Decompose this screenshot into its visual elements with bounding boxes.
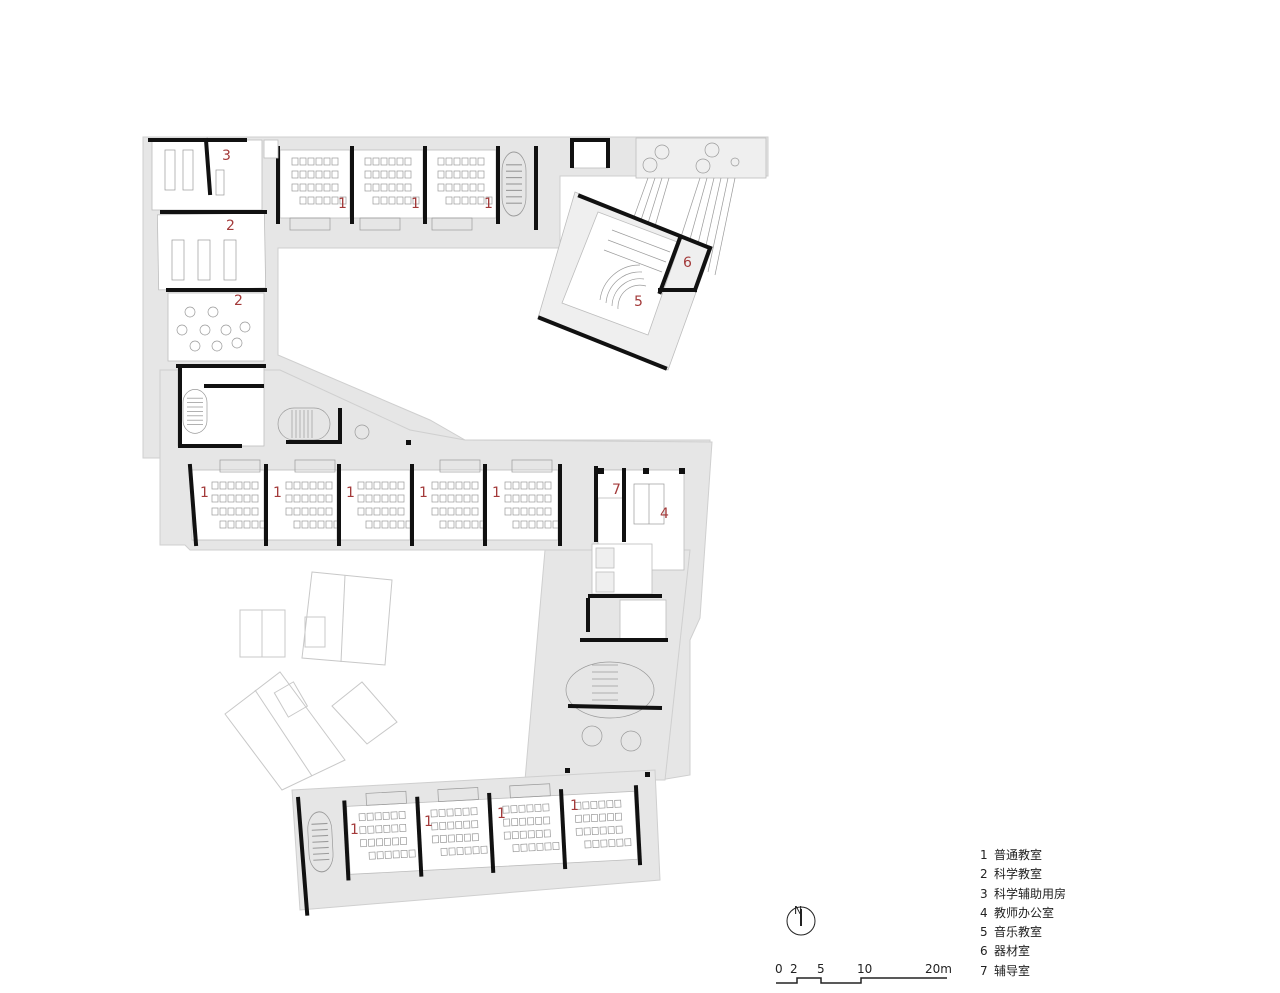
north-arrow-icon <box>786 906 816 936</box>
legend-item: 5 音乐教室 <box>980 923 1066 942</box>
room-number-1-south-c: 1 <box>497 806 506 822</box>
room-number-2: 2 <box>226 218 235 234</box>
scale-bar-labels: 0 2 5 10 20m <box>775 962 975 978</box>
legend-item: 2 科学教室 <box>980 865 1066 884</box>
legend-item: 6 器材室 <box>980 942 1066 961</box>
legend-number: 7 <box>980 963 988 978</box>
room-number-7: 7 <box>612 482 621 498</box>
room-number-5: 5 <box>634 294 643 310</box>
scale-tick-2: 2 <box>790 962 798 976</box>
legend-number: 2 <box>980 867 988 882</box>
room-number-1-south-a: 1 <box>350 822 359 838</box>
room-number-2b: 2 <box>234 293 243 309</box>
room-number-1-south-b: 1 <box>424 814 433 830</box>
room-number-6: 6 <box>683 255 692 271</box>
scale-tick-20: 20m <box>925 962 952 976</box>
room-number-1-mid-b: 1 <box>273 485 282 501</box>
courtyard-ghost-elements <box>224 571 398 791</box>
south-classrooms <box>295 783 643 916</box>
scale-tick-5: 5 <box>817 962 825 976</box>
legend-label: 器材室 <box>994 944 1031 959</box>
legend-number: 4 <box>980 905 988 920</box>
legend-label: 辅导室 <box>994 963 1031 978</box>
room-number-1-mid-c: 1 <box>346 485 355 501</box>
north-classrooms <box>263 138 610 231</box>
legend-number: 5 <box>980 925 988 940</box>
room-number-1-north-c: 1 <box>484 196 493 212</box>
north-label: N <box>794 904 803 917</box>
legend-number: 3 <box>980 886 988 901</box>
room-number-1-north-a: 1 <box>338 196 347 212</box>
room-number-1-mid-e: 1 <box>492 485 501 501</box>
legend-item: 3 科学辅助用房 <box>980 885 1066 904</box>
legend-label: 普通教室 <box>994 848 1043 862</box>
terrace-and-music-room <box>537 137 767 371</box>
legend-item: 4 教师办公室 <box>980 904 1066 923</box>
room-number-1-south-d: 1 <box>570 798 579 814</box>
room-number-1-mid-d: 1 <box>419 485 428 501</box>
legend-item: 1 普通教室 <box>980 846 1066 865</box>
scale-tick-10: 10 <box>857 962 873 976</box>
science-wing <box>148 137 267 362</box>
legend-item: 7 辅导室 <box>980 962 1066 981</box>
legend-label: 教师办公室 <box>994 905 1055 920</box>
room-number-3: 3 <box>222 148 231 164</box>
legend-number: 6 <box>980 944 988 959</box>
legend-number: 1 <box>980 848 988 862</box>
east-wing <box>565 466 685 777</box>
room-number-1-north-b: 1 <box>411 196 420 212</box>
legend-label: 科学教室 <box>994 867 1043 882</box>
legend-label: 科学辅助用房 <box>994 886 1067 901</box>
room-number-4: 4 <box>660 506 669 522</box>
legend-label: 音乐教室 <box>994 925 1043 940</box>
scale-tick-0: 0 <box>775 962 783 976</box>
scale-bar <box>776 977 947 984</box>
west-service-core <box>176 364 411 448</box>
middle-classrooms <box>187 459 562 547</box>
room-number-1-mid-a: 1 <box>200 485 209 501</box>
